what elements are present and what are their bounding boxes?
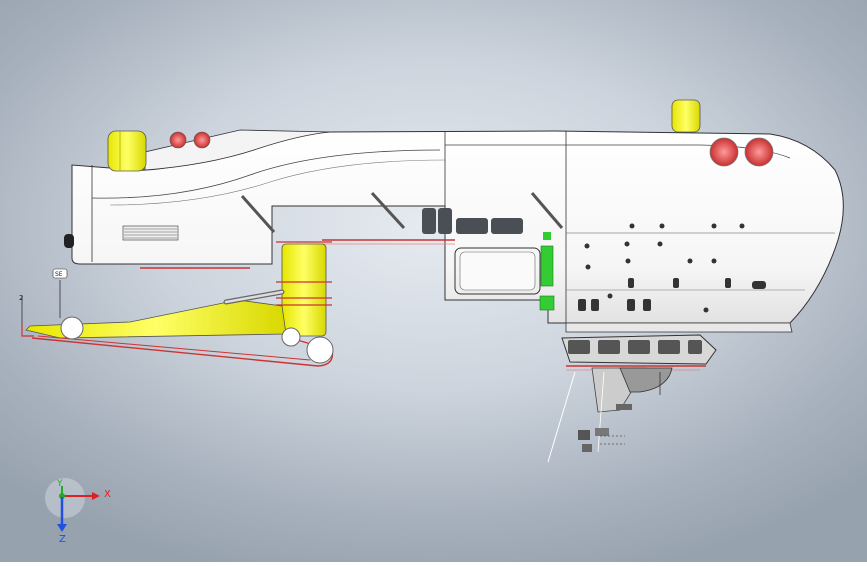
strut: [240, 195, 276, 233]
window: [491, 218, 523, 234]
red-lamp: [169, 131, 187, 149]
cockpit-canopy: [144, 129, 331, 171]
support-column: [276, 241, 332, 337]
strut: [370, 191, 406, 230]
pulley-wheel: [281, 327, 301, 347]
green-panel: [543, 232, 551, 240]
port-holes: [578, 223, 766, 313]
top-canister-rear: [671, 99, 701, 133]
x-axis-label: X: [104, 489, 111, 500]
green-panel: [539, 295, 555, 311]
red-lamp: [709, 137, 739, 167]
top-canister-front: [107, 130, 147, 172]
vent-grille: [122, 225, 179, 241]
z-axis-label: Z: [59, 534, 66, 545]
y-axis-label: Y: [56, 479, 63, 489]
window: [422, 208, 436, 234]
cutout-frame-inner: [459, 251, 536, 291]
red-lamp: [193, 131, 211, 149]
svg-text:2: 2: [19, 294, 23, 302]
contour-line: [109, 159, 446, 206]
callout-marker[interactable]: SE: [52, 268, 68, 318]
callout-marker[interactable]: 2: [19, 294, 23, 324]
red-lamp: [744, 137, 774, 167]
boom-arm: [21, 289, 334, 367]
orientation-triad[interactable]: X Y Z: [45, 478, 111, 545]
pulley-wheel: [306, 336, 334, 364]
undercarriage: [547, 322, 793, 463]
pulley-wheel: [60, 316, 84, 340]
svg-text:SE: SE: [55, 271, 63, 278]
window: [438, 208, 452, 234]
strut: [530, 192, 564, 229]
window: [456, 218, 488, 234]
contour-line: [445, 144, 791, 159]
contour-line: [91, 149, 441, 199]
machine-body[interactable]: [64, 129, 844, 324]
nose-cap: [64, 234, 74, 248]
green-panel: [540, 245, 554, 287]
cutout-frame: [454, 247, 541, 295]
